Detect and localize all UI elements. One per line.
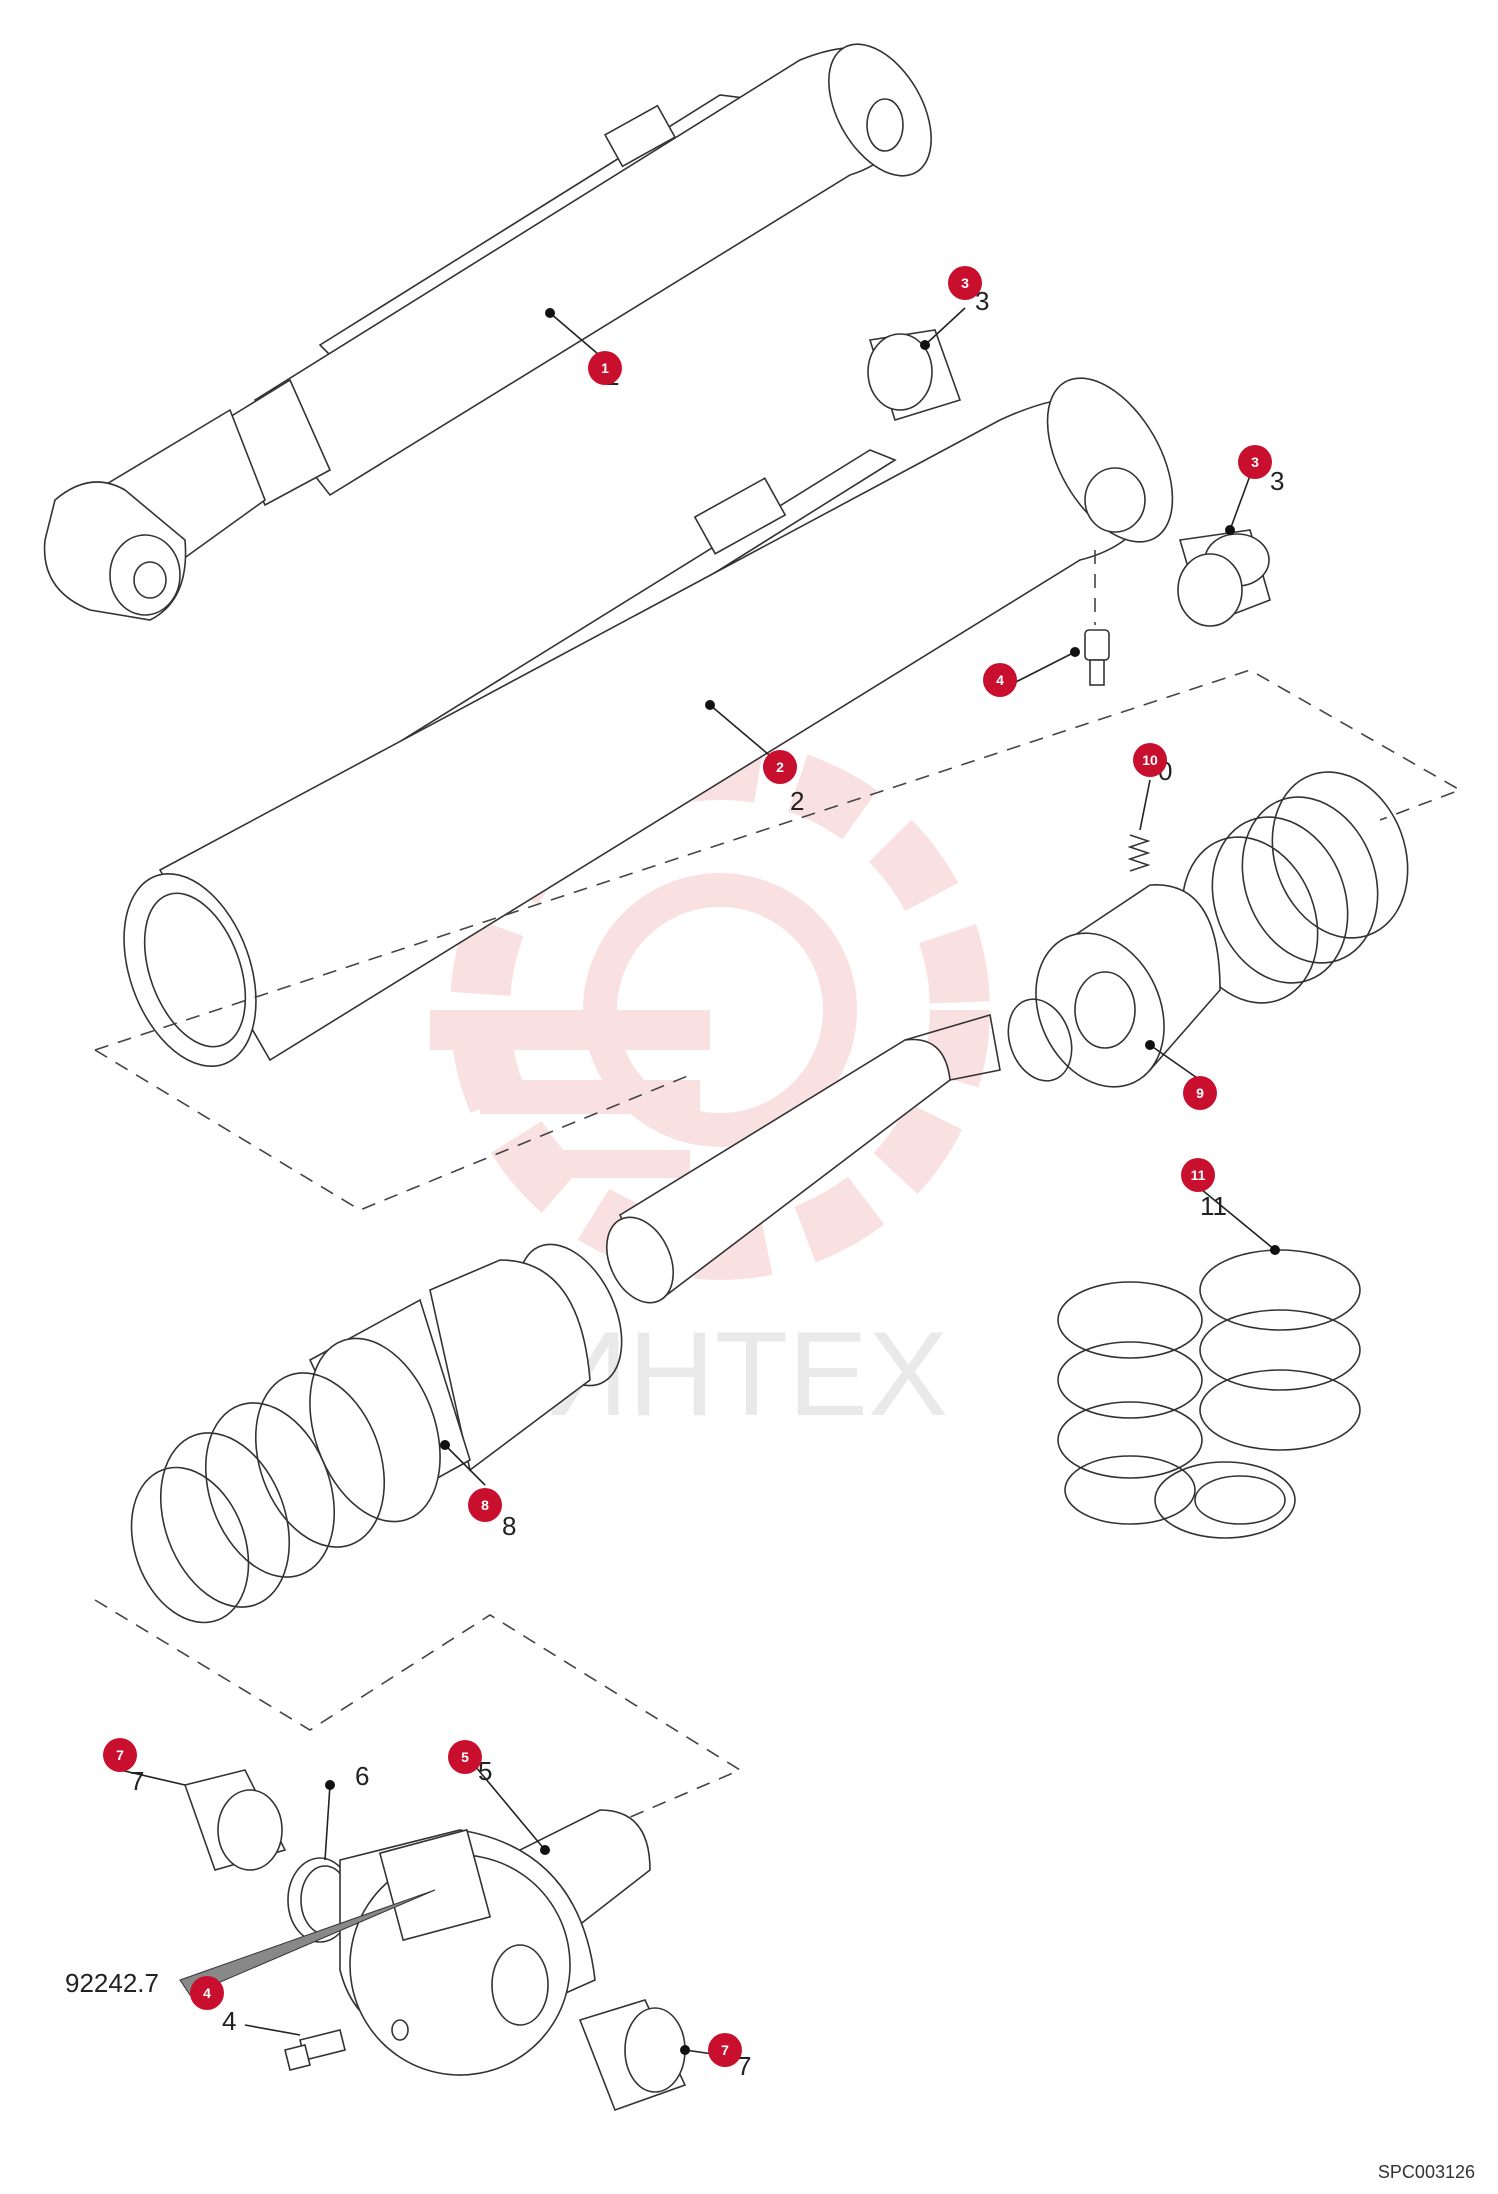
label-7-right: 7 <box>737 2051 751 2081</box>
grease-fitting-4-lower <box>284 2029 346 2071</box>
nameplate-pointer <box>179 1889 436 1996</box>
badge-1-label: 1 <box>601 360 609 376</box>
badge-3-right-label: 3 <box>1251 454 1259 470</box>
badge-1[interactable]: 1 <box>588 351 622 385</box>
leader-dots <box>325 308 1280 2055</box>
badge-3-top-label: 3 <box>961 275 969 291</box>
label-5: 5 <box>478 1756 492 1786</box>
label-4-lower: 4 <box>222 2006 236 2036</box>
badge-8[interactable]: 8 <box>468 1488 502 1522</box>
part-code-label: 92242.7 <box>65 1968 159 1998</box>
badge-7-left-label: 7 <box>116 1747 124 1763</box>
bushing-7-right <box>578 1999 687 2112</box>
seal-rings-upper <box>1181 771 1409 1004</box>
label-7-left: 7 <box>130 1766 144 1796</box>
badge-9-label: 9 <box>1196 1085 1204 1101</box>
bushing-3-right <box>1177 529 1271 627</box>
gland-8 <box>130 1243 623 1624</box>
badge-4-upper[interactable]: 4 <box>983 663 1017 697</box>
piston-rod <box>606 1013 1001 1304</box>
badge-8-label: 8 <box>481 1497 489 1513</box>
bushing-3-top <box>867 329 962 421</box>
bushing-7-left <box>183 1769 287 1871</box>
cylinder-assembly-2 <box>123 377 1174 1067</box>
badge-5-label: 5 <box>461 1749 469 1765</box>
label-11: 11 <box>1200 1191 1227 1221</box>
spring-10 <box>1127 834 1151 872</box>
drawing-code: SPC003126 <box>1378 2162 1475 2182</box>
label-3-top: 3 <box>975 286 989 316</box>
badge-3-top[interactable]: 3 <box>948 266 982 300</box>
badge-7-right[interactable]: 7 <box>708 2033 742 2067</box>
badge-7-left[interactable]: 7 <box>103 1738 137 1772</box>
badge-4-upper-label: 4 <box>996 672 1004 688</box>
badge-3-right[interactable]: 3 <box>1238 445 1272 479</box>
badge-10[interactable]: 10 <box>1133 743 1167 777</box>
badge-5[interactable]: 5 <box>448 1740 482 1774</box>
watermark-text: ИНТЕХ <box>542 1307 948 1441</box>
badge-7-right-label: 7 <box>721 2042 729 2058</box>
badge-2-label: 2 <box>776 759 784 775</box>
badge-4-lower[interactable]: 4 <box>190 1976 224 2010</box>
badge-10-label: 10 <box>1142 752 1158 768</box>
label-8: 8 <box>502 1511 516 1541</box>
piston-9 <box>1007 884 1221 1088</box>
cylinder-assembly-1 <box>43 43 932 621</box>
badge-11[interactable]: 11 <box>1181 1158 1215 1192</box>
rod-eye-5 <box>339 1809 651 2076</box>
label-6: 6 <box>355 1761 369 1791</box>
badge-9[interactable]: 9 <box>1183 1076 1217 1110</box>
badge-2[interactable]: 2 <box>763 750 797 784</box>
badge-4-lower-label: 4 <box>203 1985 211 2001</box>
seal-kit-11 <box>1057 1249 1361 1539</box>
grease-fitting-4-upper <box>1084 550 1110 686</box>
label-3-right: 3 <box>1270 466 1284 496</box>
badge-11-label: 11 <box>1191 1167 1206 1183</box>
label-2: 2 <box>790 786 804 816</box>
